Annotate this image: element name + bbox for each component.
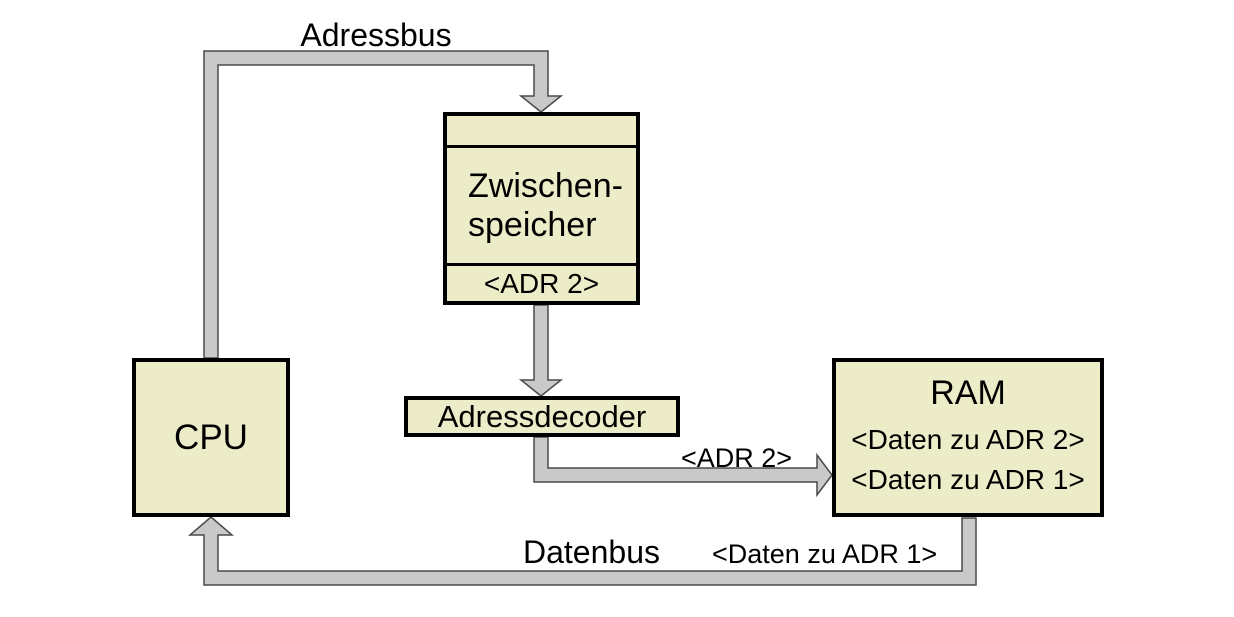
decoder-label: Adressdecoder xyxy=(437,398,647,434)
buffer-register-compartment: <ADR 2> xyxy=(447,266,636,301)
address-bus-shape xyxy=(203,50,564,359)
daten-adr1-bus-label: <Daten zu ADR 1> xyxy=(712,539,938,569)
address-bus-label: Adressbus xyxy=(300,17,452,53)
data-bus-label: Datenbus xyxy=(523,534,660,570)
buffer-label-compartment: Zwischen- speicher xyxy=(447,148,636,266)
buffer-top-compartment xyxy=(447,116,636,148)
data-bus-shape xyxy=(187,516,977,586)
decoder-node: Adressdecoder xyxy=(404,396,680,437)
buffer-label-line2: speicher xyxy=(468,205,597,244)
ram-entry: <Daten zu ADR 2> xyxy=(851,424,1085,455)
cpu-label: CPU xyxy=(174,417,248,457)
buffer-to-decoder-bus-shape xyxy=(518,304,564,397)
ram-node: RAM <Daten zu ADR 2> <Daten zu ADR 1> xyxy=(832,358,1104,517)
buffer-label-line1: Zwischen- xyxy=(468,166,623,205)
ram-label: RAM xyxy=(930,374,1006,412)
adr2-bus-label: <ADR 2> xyxy=(681,443,793,473)
cpu-node: CPU xyxy=(132,358,290,517)
buffer-node: Zwischen- speicher <ADR 2> xyxy=(443,112,640,305)
buffer-register-value: <ADR 2> xyxy=(483,267,600,299)
decoder-to-ram-bus-shape xyxy=(533,436,833,498)
ram-entry: <Daten zu ADR 1> xyxy=(851,464,1085,495)
